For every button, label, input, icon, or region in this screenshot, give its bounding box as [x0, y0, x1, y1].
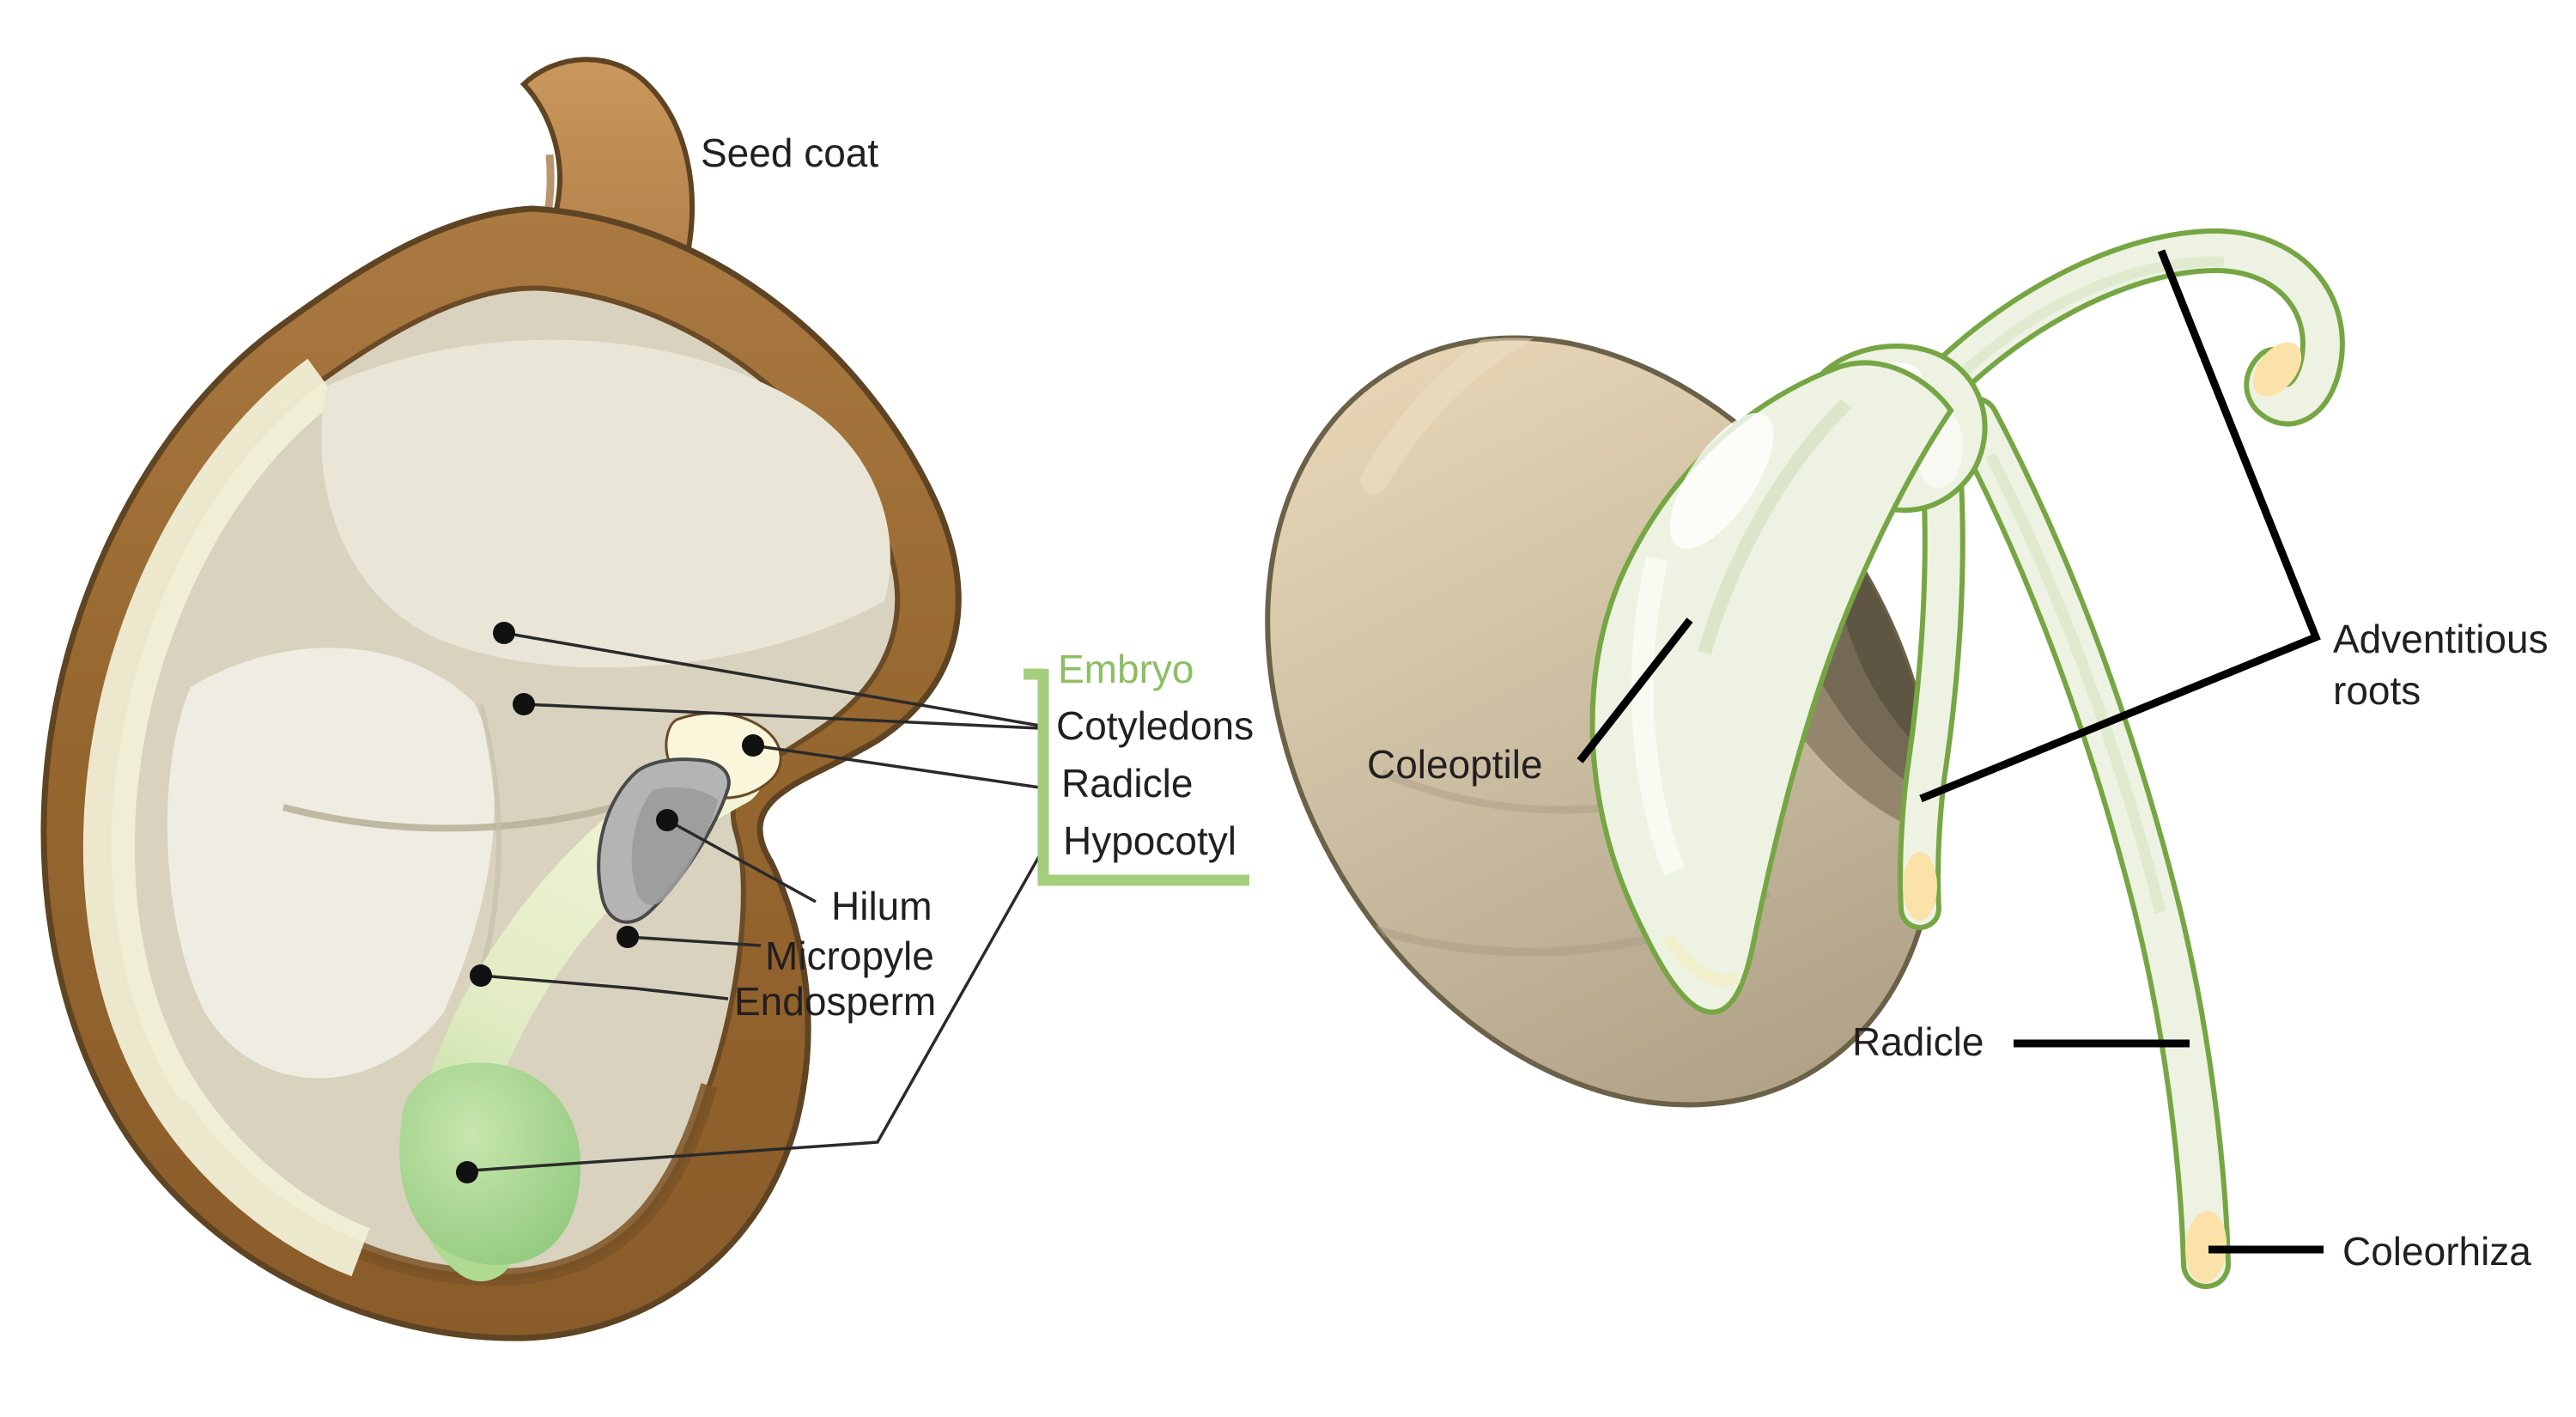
micropyle-label: Micropyle: [765, 934, 934, 978]
dicot-leader-lines: [471, 631, 1043, 1172]
adventitious-root-middle-tip: [1903, 852, 1937, 921]
leader-line-hypocotyl: [471, 851, 1043, 1172]
adventitious-roots-label-line1: Adventitious: [2333, 617, 2549, 661]
radicle-label: Radicle: [1061, 761, 1193, 806]
seed-coat-label: Seed coat: [701, 131, 878, 175]
leader-line-hilum: [666, 818, 817, 903]
coleoptile-sheen: [1669, 412, 1774, 550]
callout-dot-radicle: [742, 734, 764, 757]
leader-line-radicle: [752, 744, 1041, 789]
hilum-label: Hilum: [831, 884, 933, 928]
callout-dot-hilum: [656, 809, 678, 831]
monocot-leader-lines: [1577, 249, 2324, 1254]
coleorhiza-label: Coleorhiza: [2342, 1229, 2531, 1274]
leader-line-cotyledon-1: [503, 631, 1041, 727]
leader-line-cotyledon-2: [523, 702, 1041, 730]
adventitious-root-top-tip: [2252, 342, 2302, 397]
radicle-root-outline: [1975, 421, 2206, 1264]
monocot-seedling-diagram: Coleoptile Adventitious roots Radicle Co…: [1265, 216, 2549, 1285]
callout-dot-cotyledon-2: [513, 693, 535, 715]
dicot-callout-dots: [456, 622, 764, 1183]
dicot-seed-diagram: Seed coat Embryo Cotyledons Radicle Hypo…: [40, 57, 1254, 1341]
coleorhiza-tip: [2184, 1211, 2227, 1283]
radicle-root-shade: [1985, 453, 2166, 914]
cotyledon-left-light-region: [167, 648, 495, 1079]
hypocotyl-label: Hypocotyl: [1063, 818, 1236, 863]
leader-line-endosperm: [480, 974, 729, 1000]
endosperm-label: Endosperm: [734, 979, 936, 1024]
adventitious-root-top-shade: [1953, 256, 2225, 382]
cotyledon-upper-light-region: [321, 339, 890, 668]
leader-line-micropyle: [627, 935, 762, 947]
embryo-bracket: [1024, 668, 1249, 886]
callout-dot-endosperm: [470, 964, 492, 987]
embryo-axis-green-tip: [399, 1062, 581, 1265]
callout-dot-micropyle: [617, 926, 639, 948]
embryo-label: Embryo: [1058, 647, 1194, 691]
callout-dot-hypocotyl-tip: [456, 1161, 478, 1183]
radicle-right-label: Radicle: [1852, 1019, 1984, 1064]
coleoptile-highlight: [1631, 556, 1686, 876]
endosperm-strip: [82, 358, 370, 1277]
leader-line-coleoptile: [1577, 617, 1693, 763]
leader-line-adventitious-roots: [1919, 249, 2321, 803]
adventitious-roots-label-line2: roots: [2333, 668, 2421, 713]
coleoptile-label: Coleoptile: [1367, 742, 1543, 787]
coleoptile-shade: [1698, 398, 1851, 655]
cotyledons-label: Cotyledons: [1056, 703, 1254, 748]
coleoptile-base-streak: [1662, 934, 1741, 987]
callout-dot-cotyledon-1: [493, 622, 515, 644]
hilum-crescent-inner: [631, 787, 718, 905]
